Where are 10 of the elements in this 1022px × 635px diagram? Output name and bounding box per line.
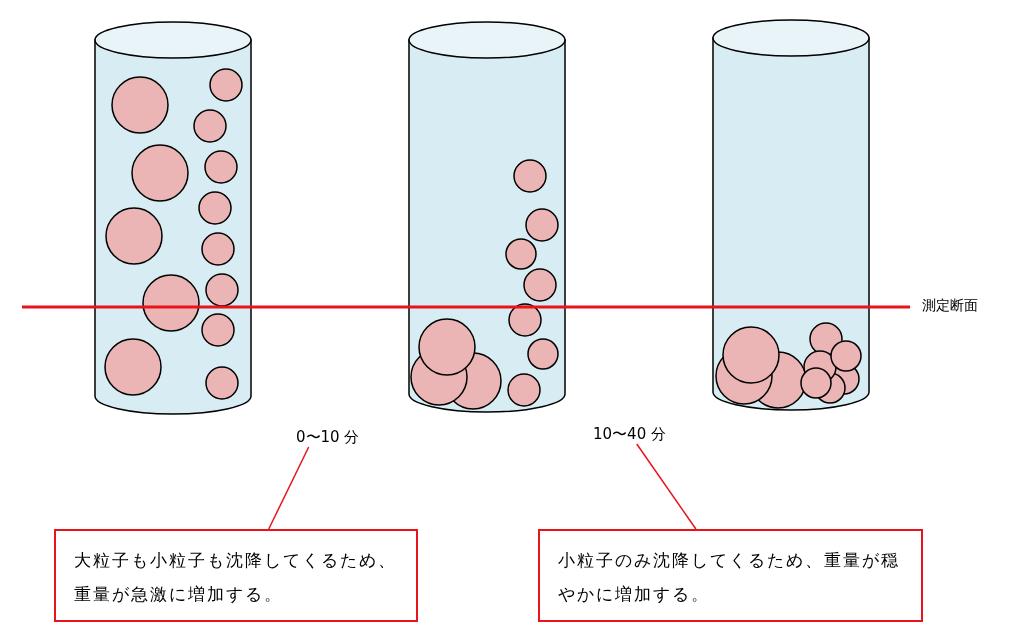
settling-cylinder-drawing <box>407 20 567 416</box>
note-box: 小粒子のみ沈降してくるため、重量が穏やかに増加する。 <box>538 529 923 622</box>
section-label: 測定断面 <box>922 297 978 315</box>
time-label: 10〜40 分 <box>593 425 666 444</box>
note-box: 大粒子も小粒子も沈降してくるため、重量が急激に増加する。 <box>54 529 418 622</box>
settling-cylinder-drawing <box>93 20 253 418</box>
settling-cylinder-drawing <box>711 18 871 414</box>
time-label: 0〜10 分 <box>296 428 360 447</box>
leader-line <box>268 446 310 530</box>
leader-line <box>636 443 697 530</box>
